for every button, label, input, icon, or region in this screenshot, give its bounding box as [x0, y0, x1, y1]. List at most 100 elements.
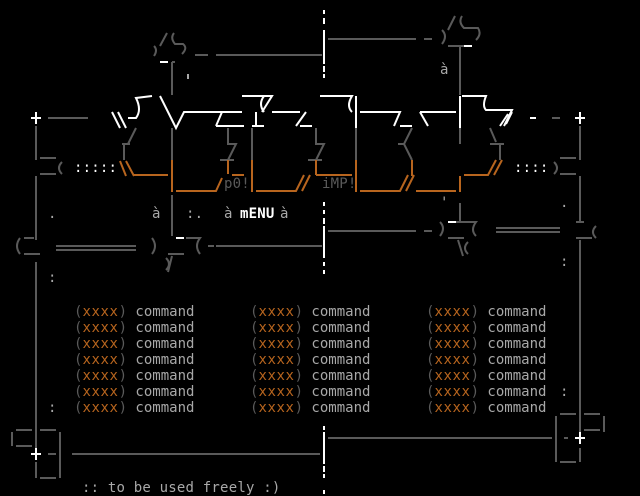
key-paren-close: ) — [470, 304, 488, 320]
menu-item-key: xxxx — [82, 400, 119, 416]
key-paren-close: ) — [294, 384, 312, 400]
menu-item-label: command — [487, 368, 547, 384]
key-paren-close: ) — [118, 304, 136, 320]
title-accent-left: à — [152, 206, 161, 222]
key-paren-open: ( — [74, 320, 83, 336]
key-paren-close: ) — [294, 368, 312, 384]
menu-item-key: xxxx — [434, 304, 471, 320]
dot-mark: ' — [440, 195, 449, 211]
key-paren-close: ) — [470, 368, 488, 384]
key-paren-close: ) — [294, 304, 312, 320]
menu-item-label: command — [135, 384, 195, 400]
menu-item-label: command — [135, 336, 195, 352]
accent-char-top: à — [440, 62, 449, 78]
key-paren-close: ) — [118, 320, 136, 336]
key-paren-open: ( — [426, 336, 435, 352]
menu-item-key: xxxx — [82, 304, 119, 320]
menu-item-key: xxxx — [258, 336, 295, 352]
menu-item[interactable]: (xxxx) command — [250, 400, 370, 416]
key-paren-close: ) — [294, 336, 312, 352]
menu-item[interactable]: (xxxx) command — [250, 352, 370, 368]
dot-mark: . — [560, 195, 569, 211]
menu-item[interactable]: (xxxx) command — [74, 384, 194, 400]
menu-item-label: command — [311, 336, 371, 352]
menu-item[interactable]: (xxxx) command — [74, 320, 194, 336]
menu-item-label: command — [487, 384, 547, 400]
menu-item-label: command — [487, 304, 547, 320]
key-paren-close: ) — [294, 352, 312, 368]
key-paren-open: ( — [250, 336, 259, 352]
key-paren-open: ( — [74, 400, 83, 416]
menu-item-key: xxxx — [258, 400, 295, 416]
title-marker: :. — [186, 206, 204, 222]
menu-item[interactable]: (xxxx) command — [426, 352, 546, 368]
menu-item-label: command — [311, 304, 371, 320]
menu-item-key: xxxx — [258, 352, 295, 368]
key-paren-open: ( — [250, 304, 259, 320]
flourish-top-right — [328, 15, 481, 95]
footer-text: :: to be used freely :) — [82, 480, 281, 496]
key-paren-open: ( — [250, 368, 259, 384]
menu-item-label: command — [311, 368, 371, 384]
tag-right: iMP! — [322, 176, 357, 192]
menu-item[interactable]: (xxxx) command — [74, 304, 194, 320]
key-paren-open: ( — [426, 352, 435, 368]
key-paren-open: ( — [74, 368, 83, 384]
menu-item[interactable]: (xxxx) command — [250, 384, 370, 400]
menu-item[interactable]: (xxxx) command — [250, 368, 370, 384]
menu-item[interactable]: (xxxx) command — [426, 336, 546, 352]
menu-item[interactable]: (xxxx) command — [426, 304, 546, 320]
menu-item[interactable]: (xxxx) command — [426, 368, 546, 384]
menu-item-label: command — [135, 368, 195, 384]
dots-left: ::::: — [74, 160, 118, 176]
colon-mark: : — [560, 384, 569, 400]
menu-item-label: command — [311, 400, 371, 416]
cross-marker — [575, 432, 585, 444]
menu-item-label: command — [311, 320, 371, 336]
key-paren-open: ( — [74, 336, 83, 352]
menu-item[interactable]: (xxxx) command — [74, 336, 194, 352]
menu-item-key: xxxx — [82, 352, 119, 368]
title-prefix: à — [224, 206, 233, 222]
tag-left: p0! — [224, 176, 250, 192]
menu-item-label: command — [311, 352, 371, 368]
key-paren-open: ( — [250, 352, 259, 368]
menu-item-key: xxxx — [434, 320, 471, 336]
cross-marker — [31, 448, 41, 460]
menu-item[interactable]: (xxxx) command — [426, 384, 546, 400]
menu-item-label: command — [487, 320, 547, 336]
menu-item[interactable]: (xxxx) command — [426, 320, 546, 336]
colon-mark: : — [560, 254, 569, 270]
menu-item-key: xxxx — [434, 400, 471, 416]
dots-right: :::: — [514, 160, 549, 176]
menu-item-label: command — [487, 336, 547, 352]
key-paren-close: ) — [118, 384, 136, 400]
menu-item-key: xxxx — [82, 384, 119, 400]
menu-item-label: command — [135, 400, 195, 416]
menu-item[interactable]: (xxxx) command — [74, 368, 194, 384]
key-paren-close: ) — [118, 352, 136, 368]
colon-mark: : — [48, 400, 57, 416]
logo-art — [111, 95, 514, 131]
menu-item-key: xxxx — [258, 368, 295, 384]
menu-item[interactable]: (xxxx) command — [74, 400, 194, 416]
key-paren-close: ) — [470, 352, 488, 368]
menu-item[interactable]: (xxxx) command — [426, 400, 546, 416]
key-paren-close: ) — [470, 320, 488, 336]
menu-item[interactable]: (xxxx) command — [250, 320, 370, 336]
menu-item-key: xxxx — [82, 336, 119, 352]
menu-item[interactable]: (xxxx) command — [74, 352, 194, 368]
menu-item-key: xxxx — [82, 320, 119, 336]
key-paren-open: ( — [426, 368, 435, 384]
menu-item-key: xxxx — [258, 320, 295, 336]
menu-item-label: command — [311, 384, 371, 400]
cross-marker — [575, 112, 585, 124]
menu-item-label: command — [135, 352, 195, 368]
menu-item[interactable]: (xxxx) command — [250, 336, 370, 352]
menu-item[interactable]: (xxxx) command — [250, 304, 370, 320]
menu-item-key: xxxx — [258, 384, 295, 400]
menu-item-key: xxxx — [82, 368, 119, 384]
menu-item-key: xxxx — [434, 384, 471, 400]
key-paren-open: ( — [426, 320, 435, 336]
